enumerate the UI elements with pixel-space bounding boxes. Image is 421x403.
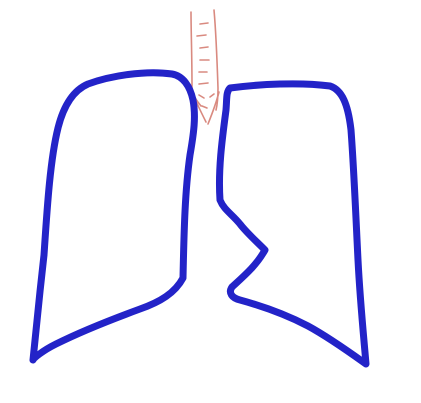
trachea-ring (197, 35, 206, 36)
trachea-ring (199, 83, 208, 84)
trachea-ring (199, 95, 204, 98)
trachea-ring (210, 94, 214, 97)
trachea-ring (202, 106, 207, 108)
trachea-ring (200, 47, 208, 48)
right-lung-outline (219, 84, 366, 364)
left-lung-outline (33, 73, 194, 360)
trachea-ring (200, 23, 208, 24)
